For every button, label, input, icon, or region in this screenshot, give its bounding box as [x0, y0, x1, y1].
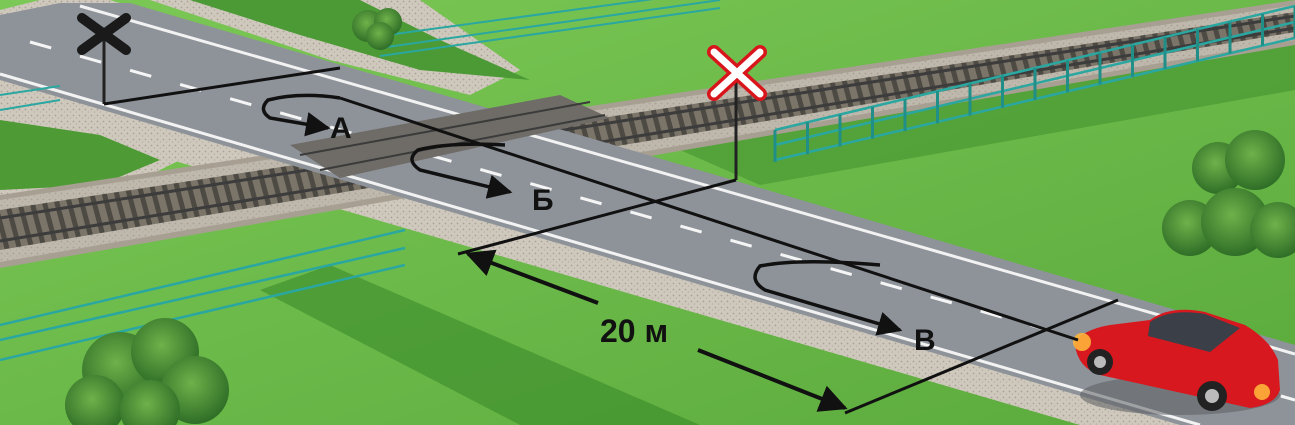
distance-arrow-right	[697, 348, 848, 412]
crossing-rail-1	[299, 101, 591, 156]
label-b: Б	[532, 184, 554, 217]
road-edge-top	[79, 4, 1295, 356]
road-edge-bottom	[0, 72, 1201, 425]
u-turn-arrow-b	[410, 142, 513, 199]
stop-line-left	[103, 66, 341, 106]
black-cross-crossing-sign	[77, 13, 131, 104]
stop-lines	[103, 66, 1119, 415]
bush-right	[1162, 130, 1295, 258]
crossing-rail-2	[319, 114, 606, 171]
crossing-plate	[290, 95, 610, 178]
path-line	[339, 96, 1079, 342]
stop-line-right	[457, 178, 737, 256]
u-turn-arrow-a	[261, 93, 341, 137]
grass-patch-left	[0, 120, 160, 190]
rail-1	[0, 14, 1295, 220]
fence-left-top	[0, 85, 61, 111]
u-turn-arrow-v	[753, 259, 903, 336]
road-asphalt	[0, 3, 1295, 425]
label-a: А	[330, 112, 352, 145]
red-car-icon	[1073, 309, 1280, 415]
fence-bottom-left	[0, 228, 406, 362]
fence-top	[379, 0, 721, 57]
distance-label: 20 м	[600, 313, 668, 349]
label-v: В	[914, 324, 936, 357]
bush-bottom-left	[65, 318, 229, 425]
grass-patch-top	[190, 0, 530, 80]
railway-ties	[0, 12, 1295, 250]
bush-top	[352, 8, 402, 50]
fence-right-posts	[773, 6, 1295, 162]
distance-arrow-left	[465, 249, 599, 305]
rail-2	[0, 26, 1295, 243]
side-gravel-top	[150, 0, 520, 95]
distance-line	[844, 298, 1119, 415]
red-cross-crossing-sign	[707, 45, 767, 180]
grass-shadow-bottom	[260, 265, 700, 425]
